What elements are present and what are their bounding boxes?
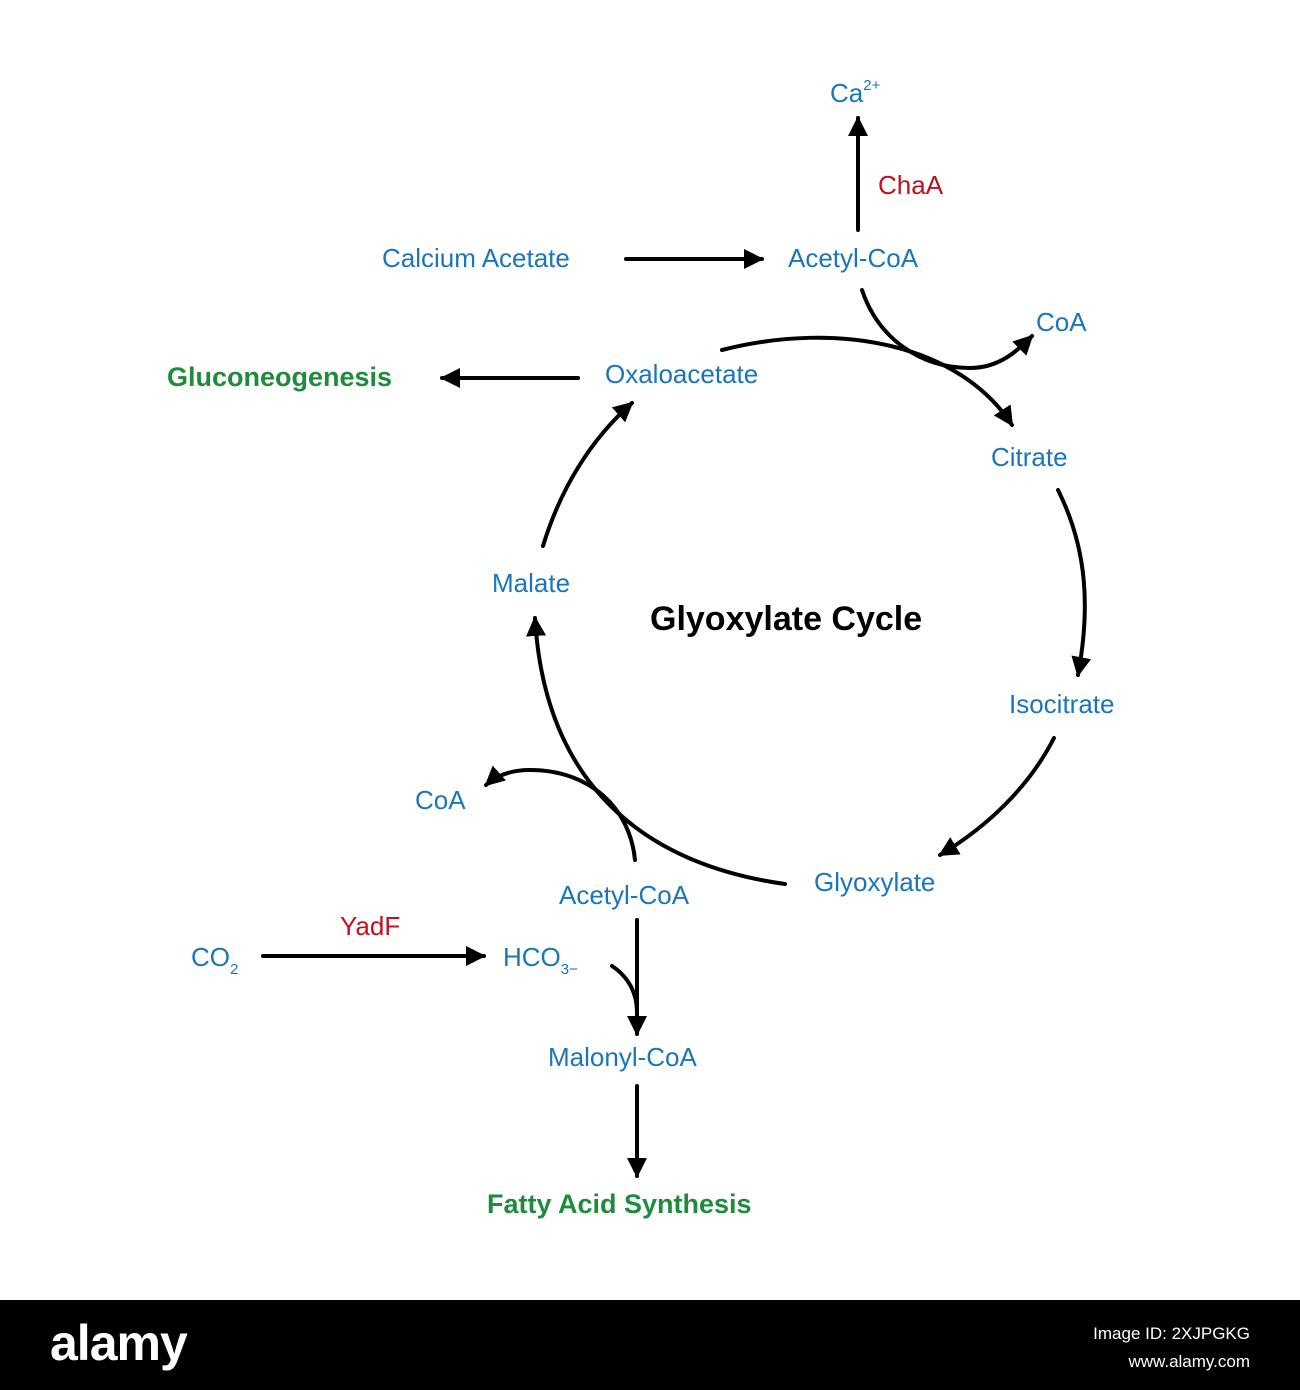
arrow-isocitrate-to-glyoxylate xyxy=(938,736,1056,857)
isocitrate-label: Isocitrate xyxy=(1009,689,1115,719)
glyoxylate-label: Glyoxylate xyxy=(814,867,936,897)
website-link[interactable]: www.alamy.com xyxy=(1128,1352,1250,1371)
enzyme-chaa-label: ChaA xyxy=(878,170,944,200)
cycle-title: Glyoxylate Cycle xyxy=(650,600,923,638)
arrow-malate-to-oxaloacetate xyxy=(541,401,634,548)
enzyme-yadf-label: YadF xyxy=(340,911,401,941)
gluconeogenesis-label: Gluconeogenesis xyxy=(167,362,393,392)
hco3-label: HCO3− xyxy=(503,942,578,978)
coa-top-label: CoA xyxy=(1036,307,1087,337)
citrate-label: Citrate xyxy=(991,442,1068,472)
pathway-arrows xyxy=(261,116,1092,1178)
co2-label: CO2 xyxy=(191,942,239,978)
arrow-acetylcoa-release-coa xyxy=(860,288,1034,371)
acetyl-coa-bottom-label: Acetyl-CoA xyxy=(559,880,690,910)
image-id: Image ID: 2XJPGKG xyxy=(1093,1324,1250,1343)
arrow-oxaloacetate-to-citrate xyxy=(720,335,1014,427)
arrow-citrate-to-isocitrate xyxy=(1056,488,1092,677)
malonyl-coa-label: Malonyl-CoA xyxy=(548,1042,697,1072)
footer-bar: alamy Image ID: 2XJPGKG www.alamy.com xyxy=(0,1300,1300,1390)
coa-bottom-label: CoA xyxy=(415,785,466,815)
calcium-acetate-label: Calcium Acetate xyxy=(382,243,570,273)
fatty-acid-synthesis-label: Fatty Acid Synthesis xyxy=(487,1189,752,1219)
alamy-logo: alamy xyxy=(50,1315,188,1371)
ca-ion-label: Ca2+ xyxy=(830,77,881,108)
acetyl-coa-top-label: Acetyl-CoA xyxy=(788,243,919,273)
arrow-acetylcoa-release-coa-lower xyxy=(484,765,637,862)
malate-label: Malate xyxy=(492,568,571,598)
arrow-hco3-joining xyxy=(610,964,639,1014)
arrow-glyoxylate-to-malate xyxy=(526,616,787,886)
oxaloacetate-label: Oxaloacetate xyxy=(605,359,759,389)
glyoxylate-cycle-diagram: Ca2+ ChaA Calcium Acetate Acetyl-CoA CoA… xyxy=(167,77,1115,1219)
